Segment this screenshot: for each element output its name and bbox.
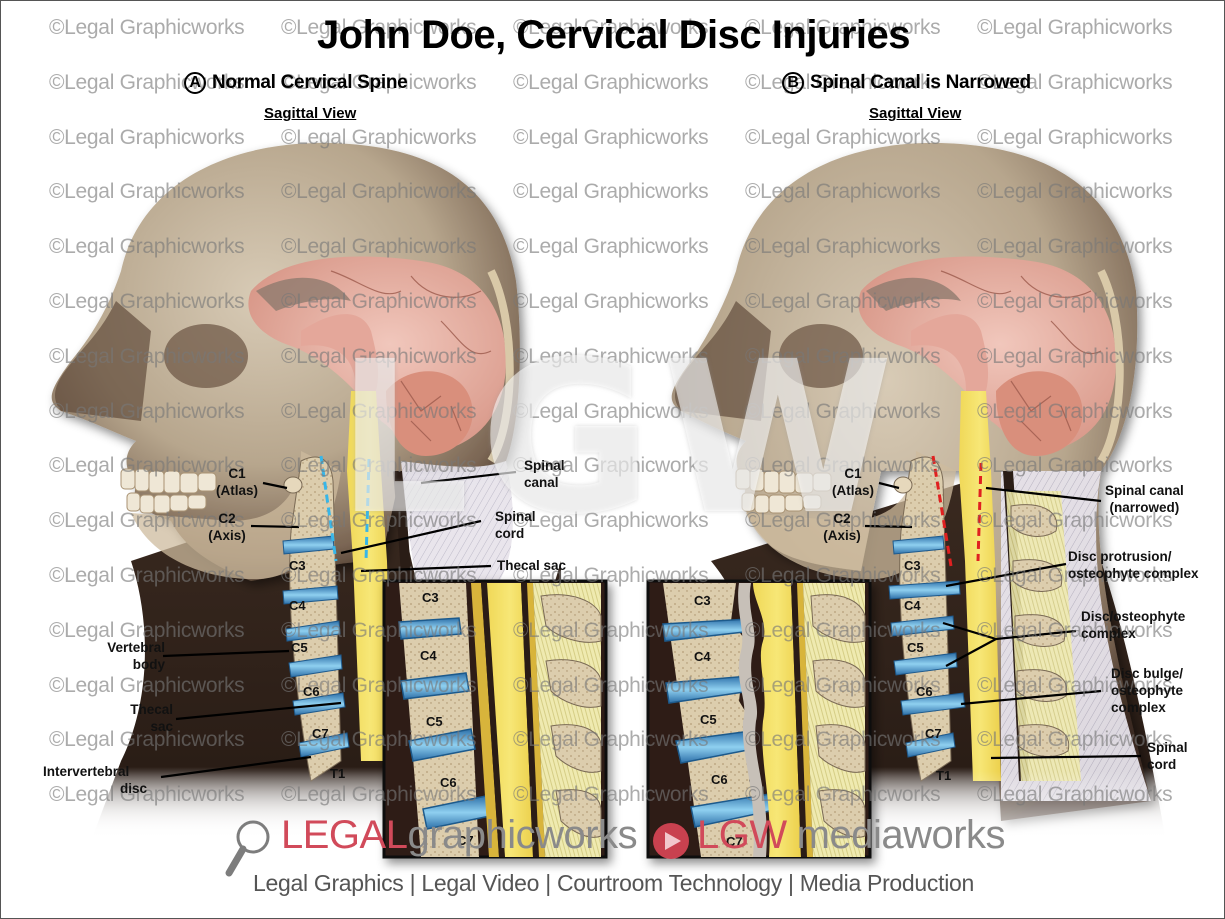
- inset-a-c7: C7: [457, 833, 474, 848]
- label-c2-text: C2: [833, 511, 851, 526]
- label-atlas-text: (Atlas): [215, 483, 258, 498]
- inset-a-c5: C5: [426, 714, 443, 729]
- label-thecal-sac-a2: Thecal sac: [119, 701, 173, 735]
- label-line: sac: [150, 719, 173, 734]
- inset-a-c4: C4: [420, 648, 437, 663]
- label-line: osteophyte complex: [1068, 566, 1199, 581]
- label-line: Spinal: [524, 458, 565, 473]
- panel-b-view-label: Sagittal View: [869, 105, 962, 122]
- label-line: disc: [119, 781, 147, 796]
- label-spinal-canal-narrowed: Spinal canal (narrowed): [1105, 482, 1184, 516]
- label-line: complex: [1081, 626, 1136, 641]
- inset-narrowed: [646, 579, 872, 859]
- label-disc-protrusion: Disc protrusion/ osteophyte complex: [1068, 548, 1199, 582]
- vertebra-c3-a: C3: [289, 558, 306, 573]
- label-c1-text: C1: [844, 466, 862, 481]
- panel-a-badge: A: [184, 72, 206, 94]
- label-line: Disc/osteophyte: [1081, 609, 1186, 624]
- label-line: Thecal: [130, 702, 173, 717]
- label-spinal-cord-b: Spinal cord: [1147, 739, 1188, 773]
- panel-a-view-label: Sagittal View: [264, 105, 357, 122]
- label-line: Spinal canal: [1105, 483, 1184, 498]
- vertebra-t1-b: T1: [936, 768, 952, 783]
- inset-a-c6: C6: [440, 775, 457, 790]
- footer-tagline: Legal Graphics | Legal Video | Courtroom…: [252, 870, 974, 896]
- panel-b-badge: B: [782, 72, 804, 94]
- page-title: John Doe, Cervical Disc Injuries: [316, 13, 911, 57]
- label-line: cord: [1147, 757, 1177, 772]
- panel-a-title: Normal Cervical Spine: [212, 72, 408, 93]
- brand2-gray-text: mediaworks: [796, 813, 1006, 857]
- brand1-red-text: LEGAL: [281, 813, 408, 857]
- label-c1-atlas-b: C1 (Atlas): [827, 465, 879, 499]
- brand-legal-graphicworks: LEGALgraphicworks: [281, 813, 638, 858]
- label-line: cord: [495, 526, 525, 541]
- label-thecal-sac-a: Thecal sac: [497, 558, 567, 573]
- label-line: Spinal: [1147, 740, 1188, 755]
- panel-a-heading: A Normal Cervical Spine: [184, 72, 408, 94]
- inset-b-c6: C6: [711, 772, 728, 787]
- inset-b-c4: C4: [694, 649, 711, 664]
- label-line: Disc bulge/: [1111, 666, 1184, 681]
- brand2-red-text: LGW: [697, 813, 787, 857]
- label-line: Intervertebral: [43, 764, 130, 779]
- inset-normal: [382, 579, 608, 859]
- label-spinal-cord-a: Spinal cord: [495, 508, 536, 542]
- vertebra-c5-a: C5: [291, 640, 308, 655]
- vertebra-c7-a: C7: [312, 726, 329, 741]
- magnifier-icon: [225, 820, 270, 877]
- vertebra-c5-b: C5: [907, 640, 924, 655]
- panel-b-heading: B Spinal Canal is Narrowed: [782, 72, 1031, 94]
- label-c2-axis-b: C2 (Axis): [816, 510, 868, 544]
- lgw-big-watermark: LGW: [336, 316, 904, 561]
- figure-narrowed: [671, 142, 1166, 841]
- label-vertebral-body: Vertebral body: [85, 639, 165, 673]
- label-c1-atlas-a: C1 (Atlas): [211, 465, 263, 499]
- play-icon: [653, 823, 689, 859]
- vertebra-c4-a: C4: [289, 598, 306, 613]
- label-line: Vertebral: [107, 640, 165, 655]
- inset-a-c3: C3: [422, 590, 439, 605]
- label-line: Disc protrusion/: [1068, 549, 1172, 564]
- label-disc-bulge: Disc bulge/ osteophyte complex: [1111, 665, 1183, 716]
- label-axis-text: (Axis): [823, 528, 861, 543]
- label-atlas-text: (Atlas): [831, 483, 874, 498]
- inset-b-c7: C7: [726, 834, 743, 849]
- vertebra-c7-b: C7: [925, 726, 942, 741]
- label-line: body: [132, 657, 165, 672]
- label-line: Spinal: [495, 509, 536, 524]
- label-intervertebral-disc: Intervertebral disc: [43, 763, 147, 797]
- vertebral-column-narrowed: [888, 455, 983, 782]
- vertebra-t1-a: T1: [330, 766, 346, 781]
- label-axis-text: (Axis): [208, 528, 246, 543]
- inset-b-c5: C5: [700, 712, 717, 727]
- leader-lines: [160, 470, 1142, 779]
- vertebra-c3-b: C3: [904, 558, 921, 573]
- label-line: osteophyte: [1111, 683, 1184, 698]
- inset-b-c3: C3: [694, 593, 711, 608]
- label-line: canal: [524, 475, 559, 490]
- label-line: (narrowed): [1109, 500, 1180, 515]
- label-line: complex: [1111, 700, 1166, 715]
- vertebra-c6-b: C6: [916, 684, 933, 699]
- vertebra-c4-b: C4: [904, 598, 921, 613]
- label-c2-axis-a: C2 (Axis): [201, 510, 253, 544]
- label-spinal-canal-a: Spinal canal: [524, 457, 565, 491]
- panel-b-title: Spinal Canal is Narrowed: [810, 72, 1031, 93]
- label-disc-osteophyte: Disc/osteophyte complex: [1081, 608, 1185, 642]
- brand1-gray-text: graphicworks: [407, 813, 638, 857]
- vertebra-c6-a: C6: [303, 684, 320, 699]
- vertebral-column-normal: [282, 455, 371, 782]
- label-c1-text: C1: [228, 466, 246, 481]
- label-c2-text: C2: [218, 511, 236, 526]
